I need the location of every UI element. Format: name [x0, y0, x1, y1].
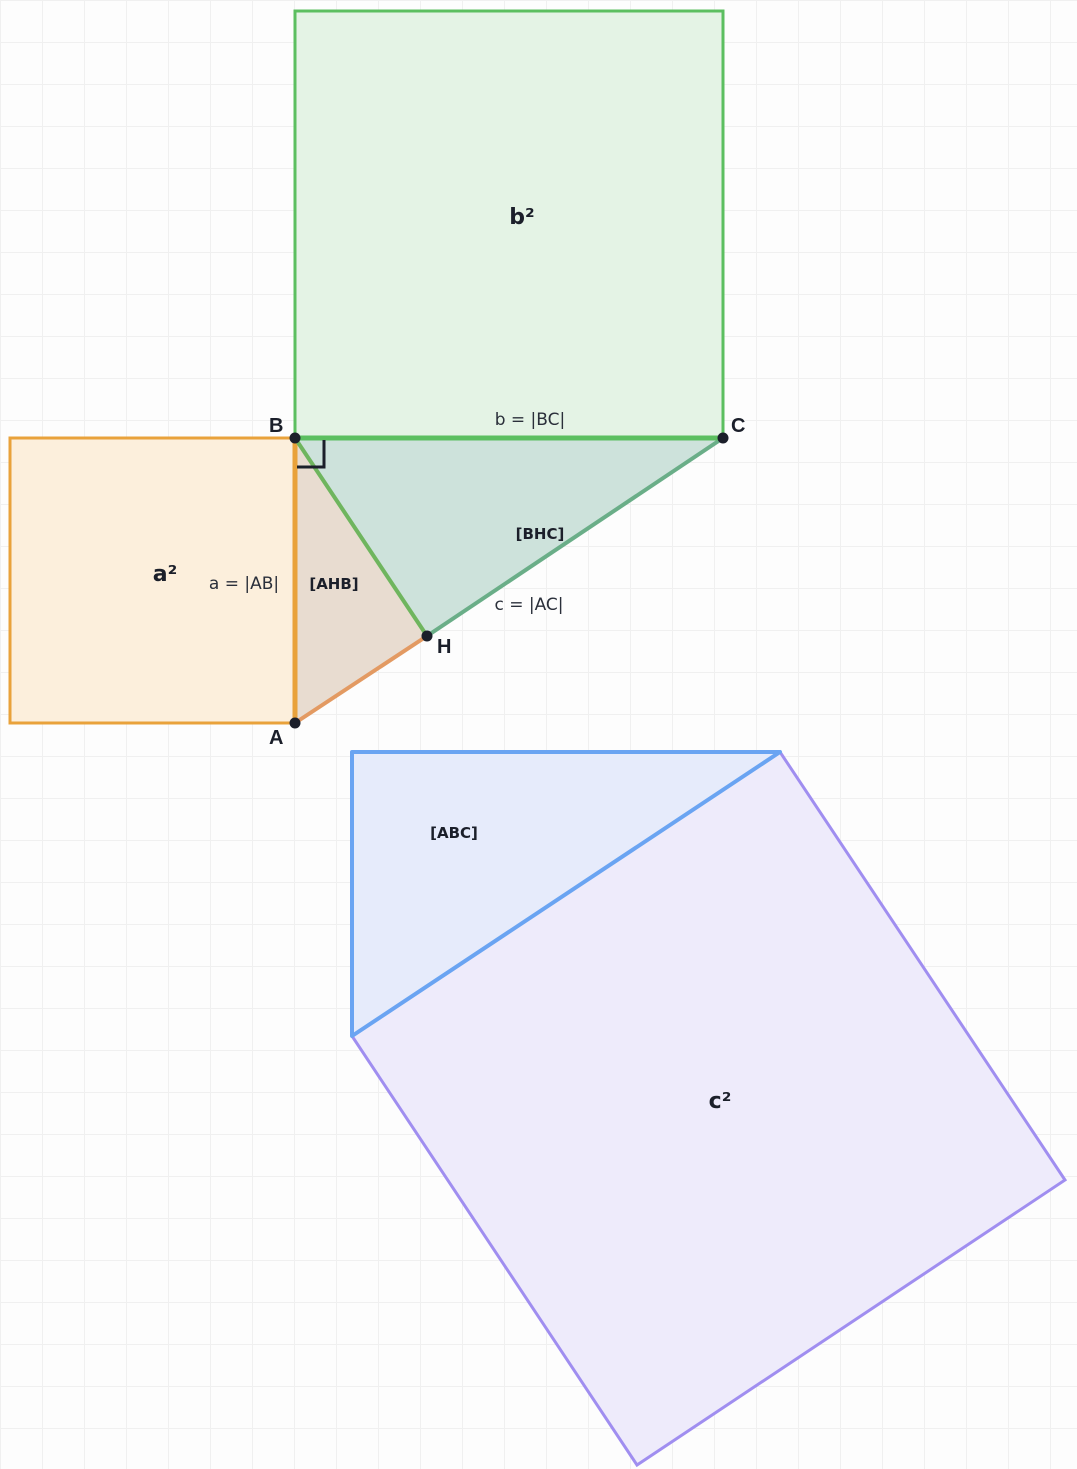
- point-c: [717, 432, 729, 444]
- segment-label-c: c = |AC|: [494, 595, 563, 615]
- point-h: [421, 630, 433, 642]
- triangle-abc: [350, 750, 782, 1038]
- point-b: [289, 432, 301, 444]
- square-a-label: a²: [153, 562, 177, 587]
- point-label-c: C: [731, 415, 745, 437]
- right-angle-marker: [297, 440, 326, 469]
- segment-label-a: a = |AB|: [209, 574, 279, 594]
- point-label-a: A: [269, 727, 283, 749]
- triangle-bhc: [295, 438, 723, 636]
- area-label-bhc: [BHC]: [516, 525, 565, 543]
- triangle-ahb: [295, 438, 427, 723]
- segment-label-b: b = |BC|: [495, 410, 566, 430]
- area-label-abc: [ABC]: [430, 824, 478, 842]
- square-b-label: b²: [509, 205, 534, 230]
- segment-ah: [293, 634, 429, 725]
- point-a: [289, 717, 301, 729]
- segment-bh: [293, 436, 429, 638]
- point-label-h: H: [437, 636, 451, 658]
- segment-hc: [425, 436, 725, 638]
- square-c-label: c²: [709, 1089, 732, 1114]
- area-label-ahb: [AHB]: [309, 575, 358, 593]
- point-label-b: B: [269, 415, 283, 437]
